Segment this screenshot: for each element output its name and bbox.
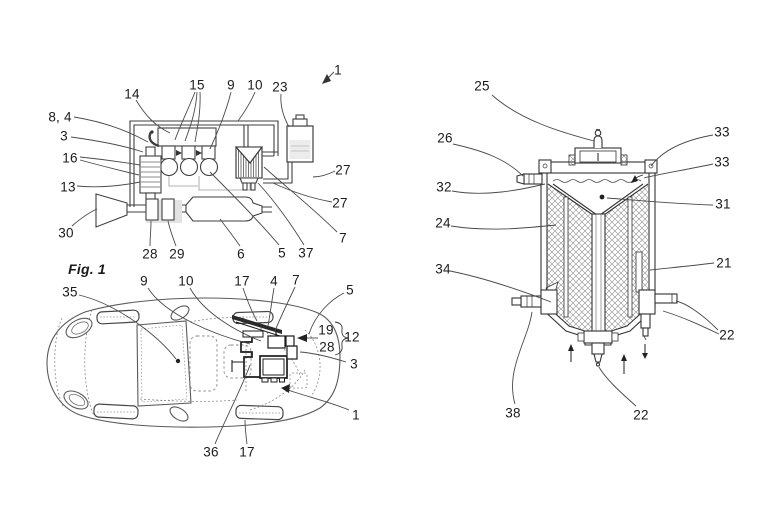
ref-label-34: 34 <box>435 261 451 277</box>
ref-label-12: 12 <box>344 329 360 345</box>
ref-label-9-car: 9 <box>140 273 148 289</box>
ref-label-25: 25 <box>474 78 490 94</box>
ref-label-1-car: 1 <box>352 407 360 423</box>
ref-label-7-car: 7 <box>292 272 300 288</box>
ref-label-15: 15 <box>189 77 205 93</box>
figure-caption: Fig. 1 <box>68 261 106 277</box>
ref-label-4: 4 <box>270 273 278 289</box>
ref-label-9: 9 <box>227 77 235 93</box>
ref-label-10: 10 <box>247 77 263 93</box>
schematic-drawing <box>95 114 314 228</box>
ref-label-33-a: 33 <box>714 124 730 140</box>
ref-label-22-a: 22 <box>719 327 735 343</box>
ref-label-31: 31 <box>715 196 731 212</box>
ref-label-27-a: 27 <box>335 162 351 178</box>
ref-label-38: 38 <box>505 405 521 421</box>
ref-label-29: 29 <box>169 246 185 262</box>
ref-label-7: 7 <box>339 230 347 246</box>
ref-label-16: 16 <box>62 150 78 166</box>
canister-drawing <box>511 129 678 374</box>
ref-label-28-car: 28 <box>319 339 335 355</box>
ref-label-14: 14 <box>124 86 140 102</box>
ref-label-21: 21 <box>716 255 732 271</box>
ref-label-24: 24 <box>435 215 451 231</box>
ref-label-17-a: 17 <box>234 273 250 289</box>
ref-label-35: 35 <box>62 284 78 300</box>
ref-label-22-b: 22 <box>633 407 649 423</box>
ref-label-5-car: 5 <box>346 282 354 298</box>
ref-label-10-car: 10 <box>178 273 194 289</box>
ref-label-17-b: 17 <box>239 444 255 460</box>
ref-label-28: 28 <box>142 246 158 262</box>
car-drawing <box>46 297 341 428</box>
canister-leaders <box>449 94 720 407</box>
car-leaders <box>78 286 350 445</box>
ref-label-8-4: 8, 4 <box>48 109 72 125</box>
ref-label-5: 5 <box>278 245 286 261</box>
ref-label-3: 3 <box>60 128 68 144</box>
ref-label-1: 1 <box>334 62 342 78</box>
ref-label-6: 6 <box>237 246 245 262</box>
ref-label-3-car: 3 <box>350 356 358 372</box>
ref-label-33-b: 33 <box>714 154 730 170</box>
ref-label-36: 36 <box>203 444 219 460</box>
ref-label-27-b: 27 <box>332 195 348 211</box>
ref-label-13: 13 <box>60 179 76 195</box>
ref-label-37: 37 <box>298 245 314 261</box>
ref-label-26: 26 <box>437 130 453 146</box>
schematic-leaders <box>70 71 338 247</box>
ref-label-19: 19 <box>318 322 334 338</box>
ref-label-23: 23 <box>272 79 288 95</box>
ref-label-32: 32 <box>436 179 452 195</box>
ref-label-30: 30 <box>58 225 74 241</box>
